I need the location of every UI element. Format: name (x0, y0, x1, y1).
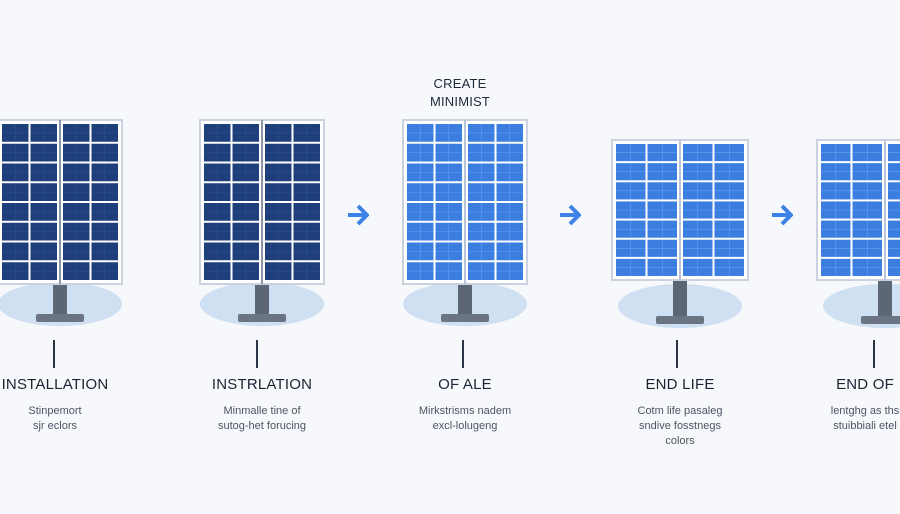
stage-end-life: END LIFE Cotm life pasaleg sndive fosstn… (600, 0, 760, 514)
arrow-right-icon (346, 200, 372, 230)
arrow-right-icon (770, 200, 796, 230)
stage-title: END OF (836, 376, 894, 393)
stage-tick (676, 340, 678, 368)
stage-title: INSTRLATION (211, 376, 313, 393)
stage-description: Cotm life pasaleg sndive fosstnegs color… (637, 405, 723, 447)
stage-description: Stinpemort sjr eclors (28, 405, 82, 432)
stage-tick (462, 340, 464, 368)
solar-panel-icon (0, 119, 123, 326)
stage-installation: INSTALLATION Stinpemort sjr eclors (0, 0, 140, 514)
stage-title: OF ALE (438, 376, 492, 393)
stage-tick (256, 340, 258, 368)
solar-panel-icon (402, 119, 528, 326)
stage-description: lentghg as ths stuibbiali etel (830, 405, 900, 432)
solar-panel-icon (199, 119, 325, 326)
diagram-heading: CREATE MINIMIST (380, 75, 540, 111)
stage-of-ale: OF ALE Mirkstrisms nadem excl-lolugeng (385, 0, 545, 514)
stage-tick (873, 340, 875, 368)
heading-line-2: MINIMIST (429, 94, 491, 109)
stage-end-of: END OF lentghg as ths stuibbiali etel (805, 0, 900, 514)
arrow-right-icon (558, 200, 584, 230)
stage-tick (53, 340, 55, 368)
stage-instrlation: INSTRLATION Minmalle tine of sutog-het f… (182, 0, 342, 514)
solar-panel-icon (611, 139, 749, 328)
stage-description: Mirkstrisms nadem excl-lolugeng (418, 405, 512, 432)
stage-description: Minmalle tine of sutog-het forucing (217, 405, 307, 432)
stage-title: INSTALLATION (1, 376, 109, 393)
heading-line-1: CREATE (433, 76, 487, 91)
stage-title: END LIFE (645, 376, 715, 393)
solar-panel-icon (816, 139, 900, 328)
